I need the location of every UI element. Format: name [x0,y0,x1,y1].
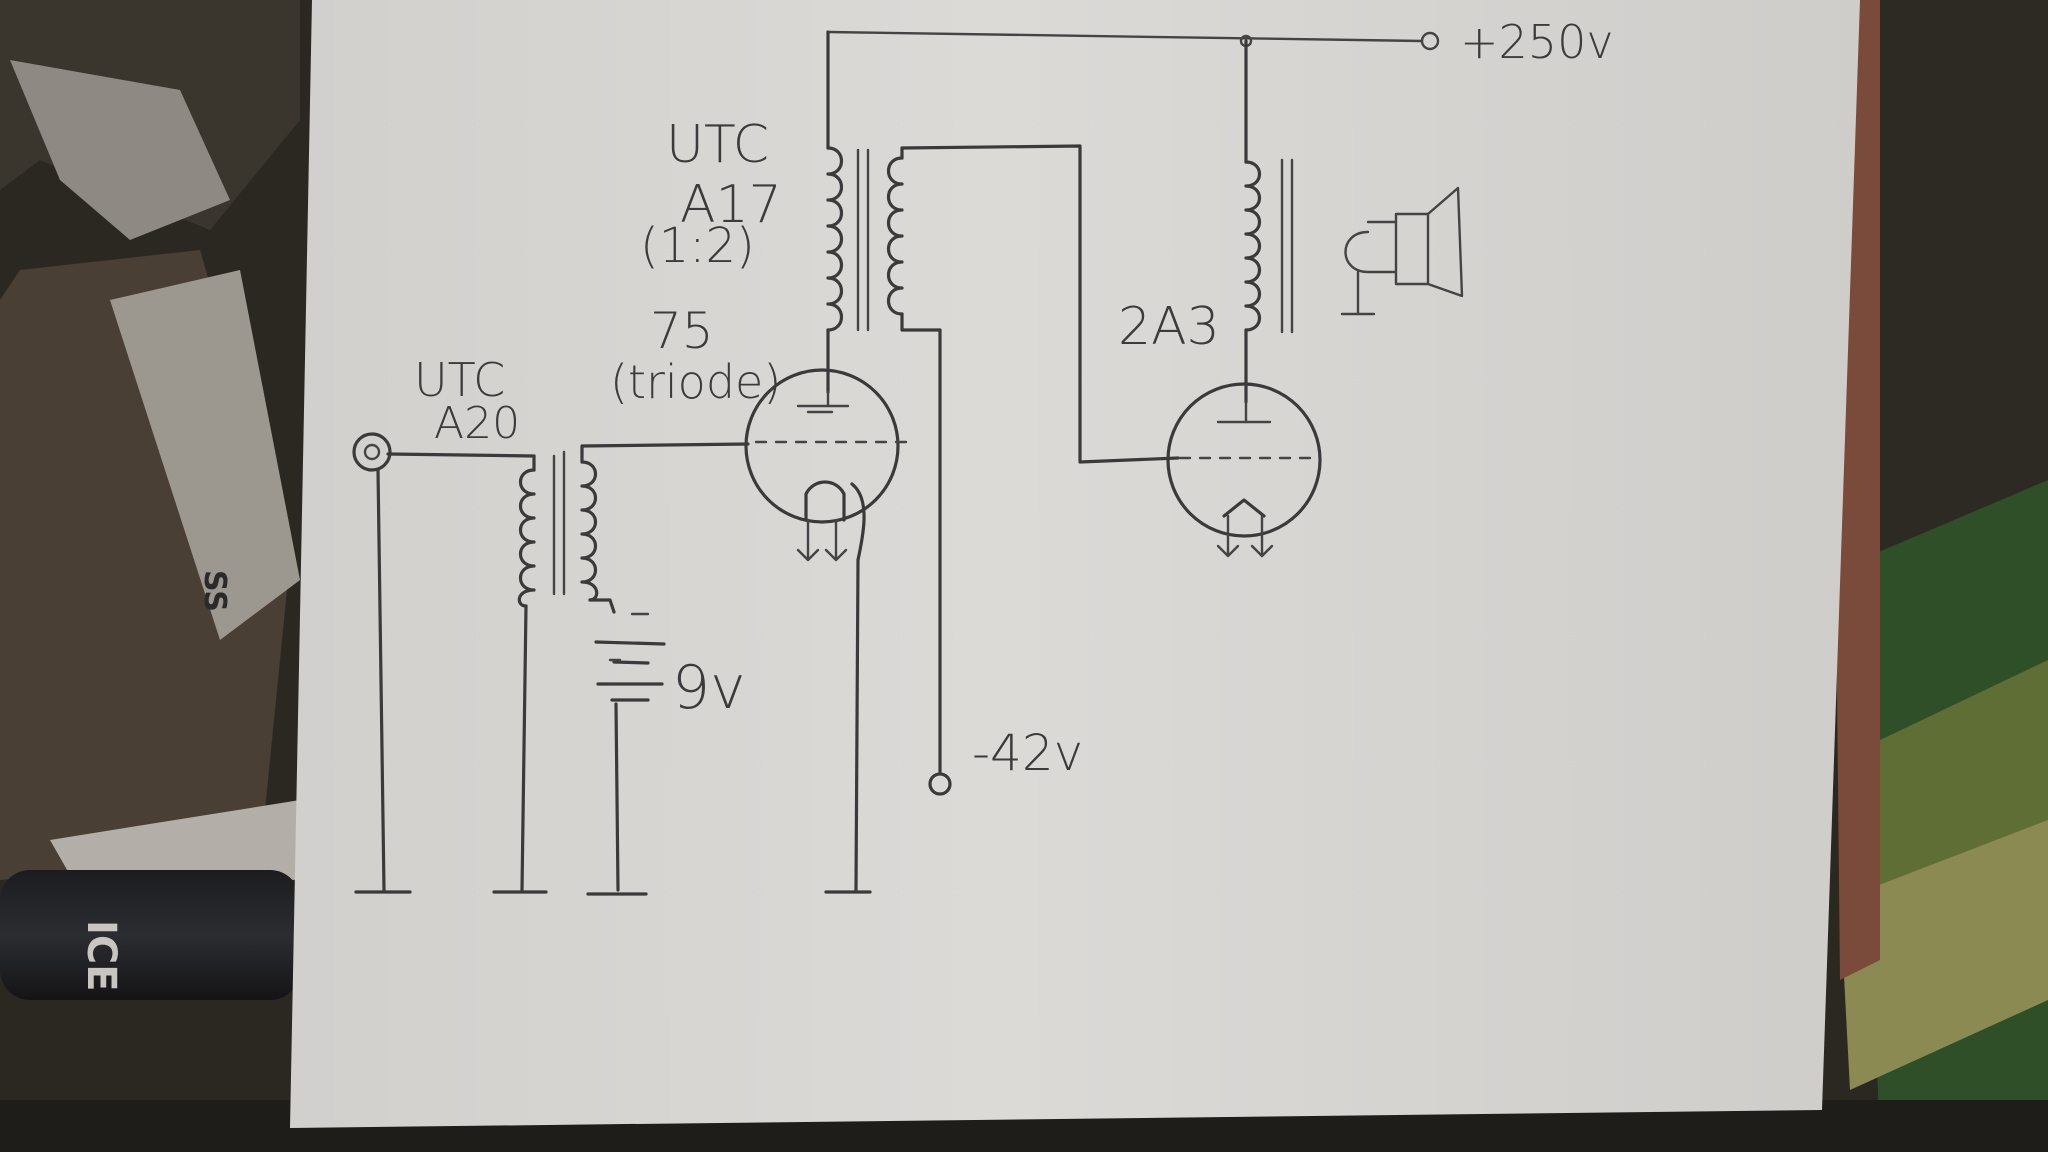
a17-secondary-coil [886,156,904,316]
battery-label: 9v [672,653,746,723]
schematic: +250v -42v UTC A17 (1:2) [352,15,1614,896]
can [0,870,300,1000]
a17-primary-coil [826,146,844,332]
input-jack-outer [352,432,392,472]
driver-tube-75 [744,368,908,562]
driver-tube-mode-label: (triode) [610,355,781,409]
bias-terminal [928,772,952,796]
a17-ratio-label: (1:2) [640,218,755,274]
battery-9v [594,612,666,702]
box-mark: SS [197,570,232,612]
output-tube-label: 2A3 [1118,297,1220,357]
input-jack-inner [363,443,381,461]
a20-model-label: A20 [434,398,520,449]
a20-secondary-coil [580,460,599,602]
bias-label: -42v [972,724,1083,782]
bplus-rail [826,30,1424,43]
driver-tube-number-label: 75 [650,302,714,360]
a17-brand-label: UTC [666,115,769,175]
a20-brand-label: UTC [414,353,505,407]
bplus-terminal [1420,31,1440,51]
speaker-icon [1340,186,1464,316]
a17-model-label: A17 [680,175,782,235]
output-transformer-primary [1244,160,1262,332]
a20-primary-coil [517,468,536,608]
can-label: ICE [78,920,124,992]
paper-sheet [290,0,1860,1128]
output-tube-2a3 [1166,382,1322,558]
bplus-label: +250v [1460,15,1614,69]
